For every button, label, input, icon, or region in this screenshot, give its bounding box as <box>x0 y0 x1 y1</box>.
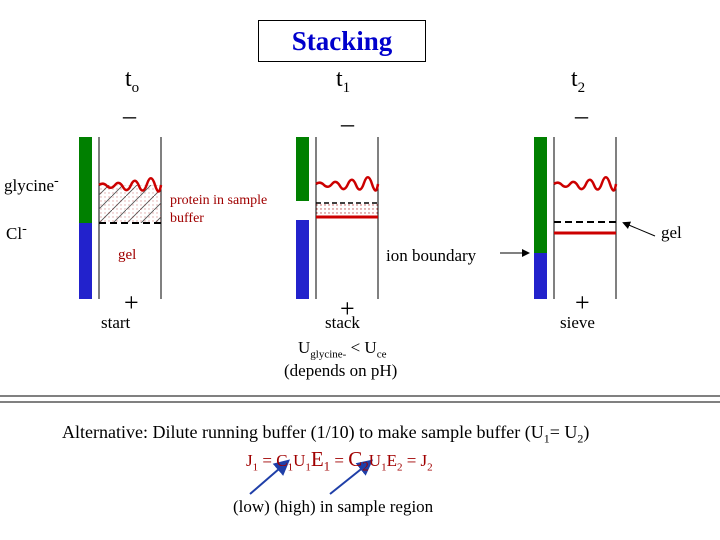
tube-t1 <box>315 137 380 299</box>
time-label-t1: t1 <box>336 66 351 96</box>
depends-on-ph: (depends on pH) <box>284 361 398 380</box>
time-label-t2: t2 <box>571 66 586 96</box>
cl-bar-t0 <box>79 223 92 299</box>
high-arrow <box>329 459 374 495</box>
anode-sign-t2: + <box>575 288 590 317</box>
glycine-label: glycine- <box>4 172 59 195</box>
gel-arrow <box>622 221 656 237</box>
anode-sign-t0: + <box>124 288 139 317</box>
glycine-bar-t2 <box>534 137 547 253</box>
protein-label-line2: buffer <box>170 211 204 226</box>
caption-sieve: sieve <box>560 313 595 332</box>
mobility-inequality: Uglycine- < Uce <box>298 338 387 361</box>
caption-start: start <box>101 313 131 332</box>
caption-stack: stack <box>325 313 360 332</box>
anode-sign-t1: + <box>340 294 355 323</box>
ion-boundary-label: ion boundary <box>386 246 477 265</box>
flux-equation: J1 = C1U1E1 = C2U1E2 = J2 <box>246 447 433 474</box>
glycine-bar-t1 <box>296 137 309 201</box>
page-title: Stacking <box>258 20 426 62</box>
cl-bar-t2 <box>534 253 547 299</box>
tube-t2 <box>553 137 618 299</box>
cathode-sign-t1: _ <box>341 100 354 129</box>
tube-t0 <box>98 137 163 299</box>
region-note: (low) (high) in sample region <box>233 497 434 516</box>
cathode-sign-t0: _ <box>123 92 136 121</box>
cl-label: Cl- <box>6 220 27 243</box>
protein-label-line1: protein in sample <box>170 193 268 208</box>
gel-label-left: gel <box>118 247 137 263</box>
low-arrow <box>249 459 291 495</box>
glycine-bar-t0 <box>79 137 92 223</box>
gel-label-right: gel <box>661 223 682 242</box>
cathode-sign-t2: _ <box>575 92 588 121</box>
time-label-t0: to <box>125 66 140 96</box>
alternative-text: Alternative: Dilute running buffer (1/10… <box>62 422 590 446</box>
cl-bar-t1 <box>296 220 309 299</box>
